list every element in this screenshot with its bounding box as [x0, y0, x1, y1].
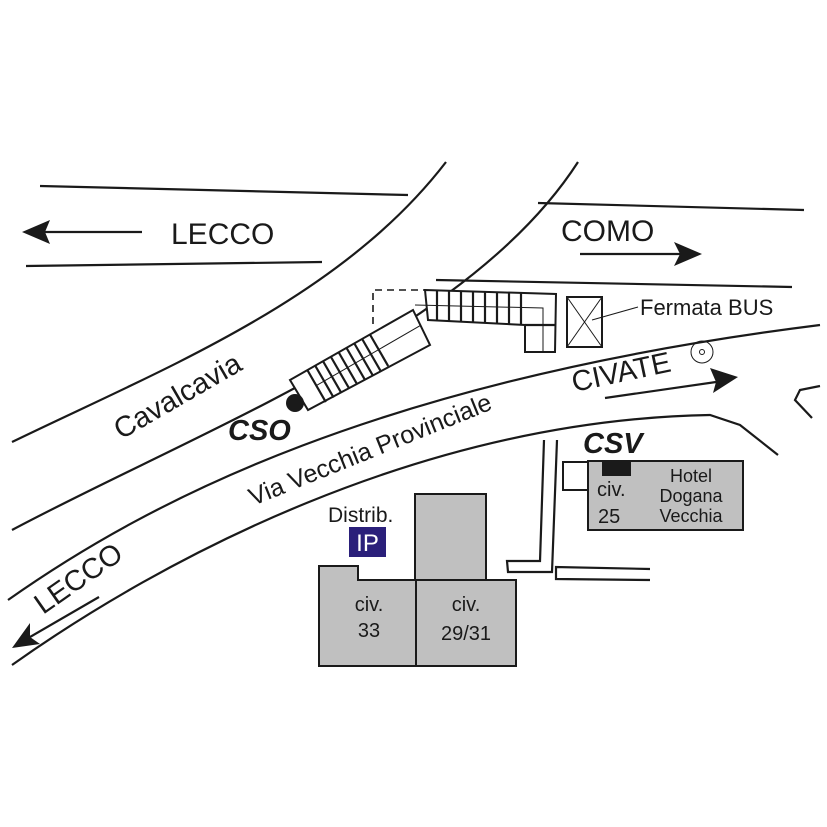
cso-marker-icon [286, 394, 304, 412]
hotel-name-line2: Dogana [659, 486, 723, 506]
label-fermata-bus: Fermata BUS [640, 295, 773, 320]
civate-marker-icon [690, 340, 714, 364]
civ2931-line1: civ. [452, 594, 481, 616]
hotel-civ-line2: 25 [598, 506, 620, 528]
ip-logo-text: IP [356, 530, 379, 557]
stairs-top [414, 288, 558, 353]
stairs-cso [288, 308, 432, 412]
arrow-civate [604, 368, 738, 400]
building-civ33 [318, 565, 417, 667]
civ33-line2: 33 [358, 620, 380, 642]
label-distrib: Distrib. [328, 504, 393, 527]
label-lecco-top: LECCO [171, 218, 274, 251]
civ33-line1: civ. [355, 594, 384, 616]
label-cso: CSO [228, 415, 291, 447]
building-civ2931 [415, 579, 517, 667]
arrow-lecco-top [22, 220, 142, 244]
bus-stop-icon [566, 296, 639, 348]
arrow-como [580, 242, 702, 266]
main-road-top [25, 184, 805, 289]
hotel-name-line1: Hotel [670, 466, 712, 486]
hotel-civ-line1: civ. [597, 479, 626, 501]
alley [505, 439, 651, 582]
civ2931-line2: 29/31 [441, 623, 491, 645]
building-tall [414, 493, 487, 581]
hotel-name-line3: Vecchia [659, 506, 723, 526]
building-hotel [562, 460, 744, 531]
via-vecchia-provinciale-road [7, 323, 821, 666]
label-csv: CSV [583, 428, 645, 460]
label-como: COMO [561, 215, 654, 248]
arrow-lecco-bottom [12, 596, 100, 648]
ip-logo: IP [349, 527, 386, 557]
